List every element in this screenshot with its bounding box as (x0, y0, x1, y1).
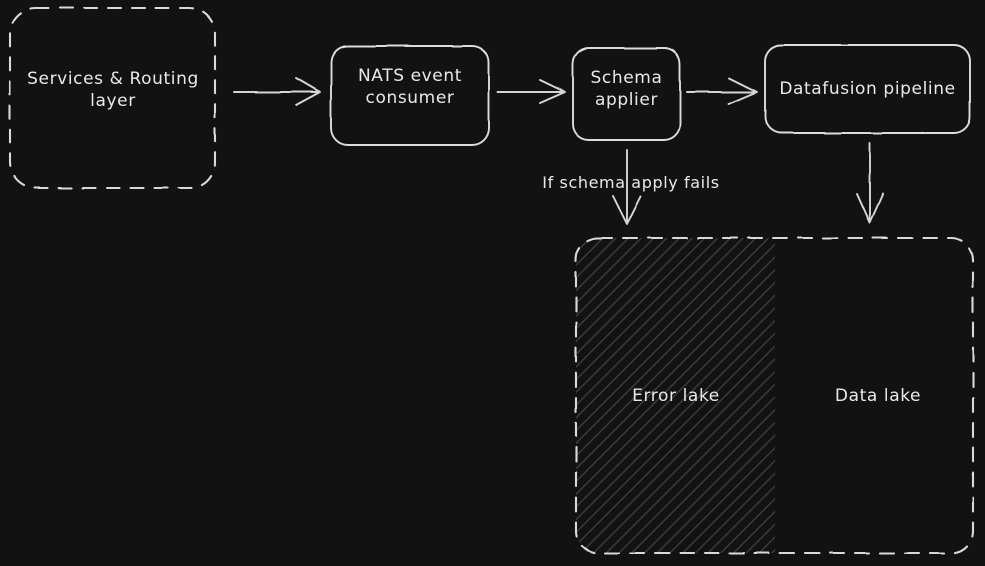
node-datafusion-pipeline[interactable] (764, 44, 971, 134)
error-lake-region (576, 238, 775, 553)
lake-container-border (574, 236, 975, 555)
node-nats-event-consumer[interactable] (330, 45, 490, 146)
edge-schema-to-datafusion (686, 77, 758, 105)
node-services-routing-layer[interactable] (8, 6, 217, 190)
edge-services-to-nats (233, 77, 321, 106)
zone-lake-container (574, 236, 975, 555)
edge-schema-to-error-lake (612, 149, 642, 225)
edge-datafusion-to-data-lake (856, 142, 884, 224)
data-lake-region (775, 238, 973, 553)
edge-nats-to-schema (497, 79, 566, 104)
node-schema-applier[interactable] (572, 47, 681, 141)
